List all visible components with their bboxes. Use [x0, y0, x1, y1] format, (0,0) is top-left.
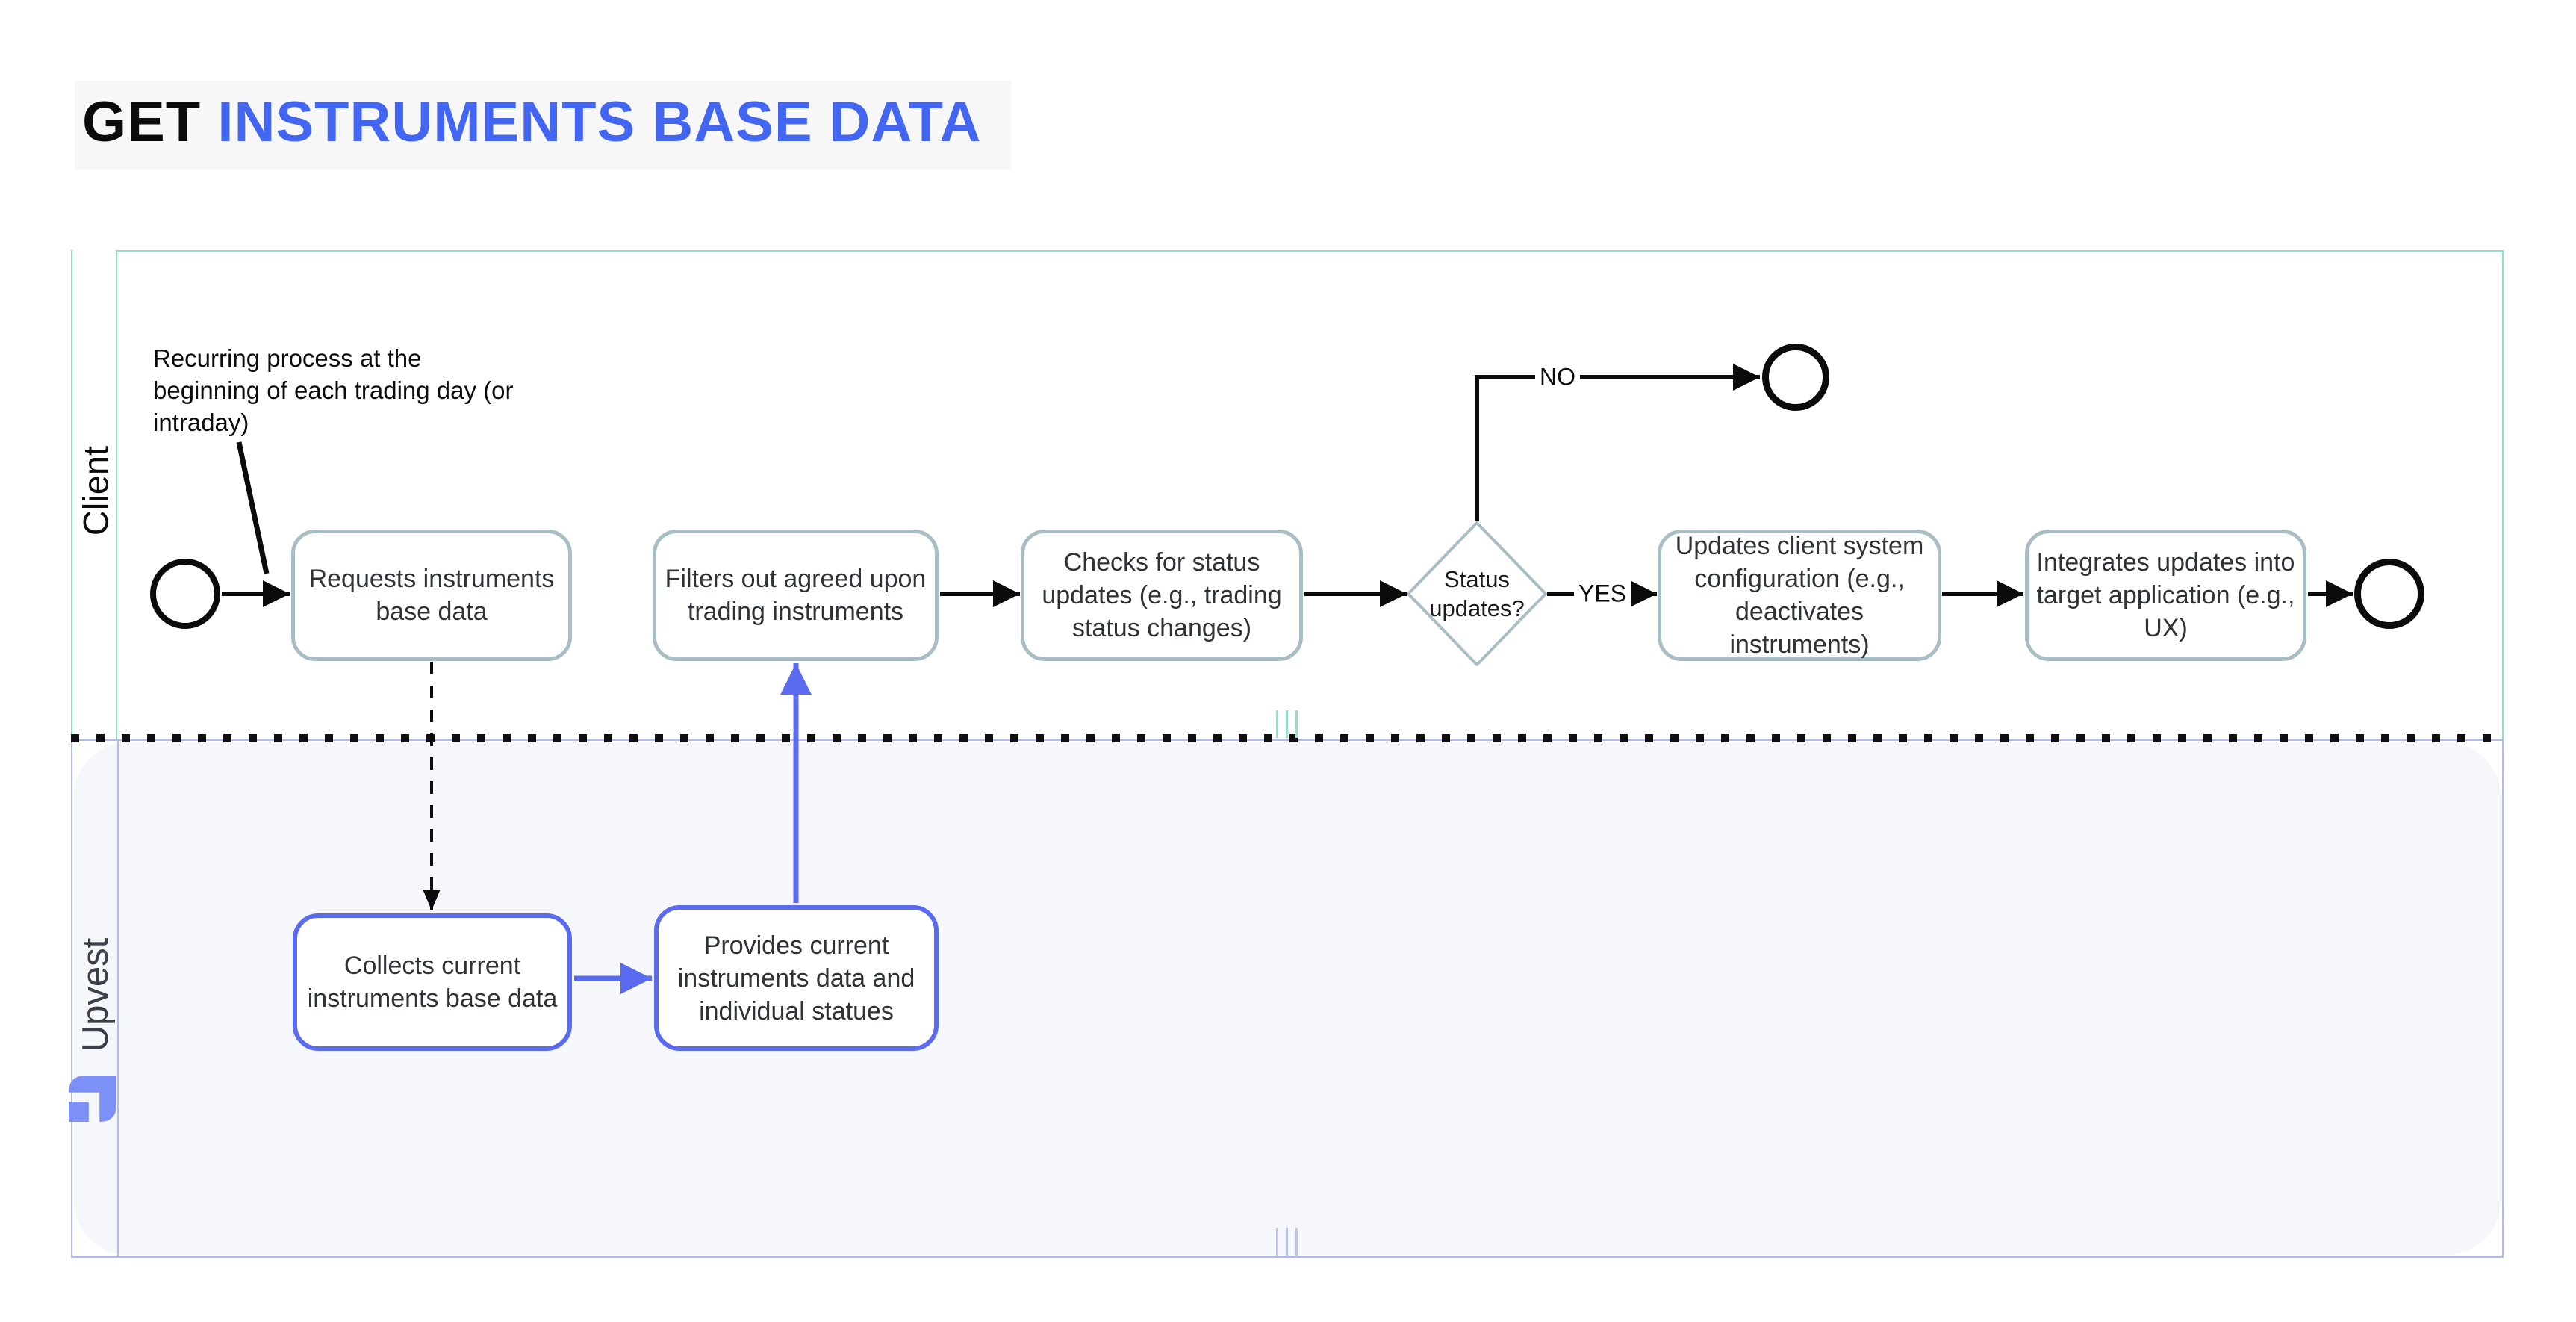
task-collects-label: Collects current instruments base data	[307, 952, 558, 1013]
annotation-note: Recurring process at the beginning of ea…	[153, 344, 514, 436]
lane-upvest-label: Upvest	[75, 937, 116, 1052]
task-requests[interactable]: Requests instruments base data	[291, 530, 572, 661]
page-title-prefix: GET	[82, 90, 202, 154]
task-filters[interactable]: Filters out agreed upon trading instrume…	[653, 530, 939, 661]
resize-handle-upvest-3[interactable]	[1295, 1228, 1298, 1256]
task-requests-label: Requests instruments base data	[308, 565, 555, 626]
task-collects[interactable]: Collects current instruments base data	[293, 913, 572, 1051]
lane-client-header[interactable]	[71, 250, 117, 739]
gateway-status-updates-label: Status updates?	[1429, 566, 1525, 621]
resize-handle-client-3[interactable]	[1295, 710, 1298, 738]
page-title-highlight: INSTRUMENTS BASE DATA	[217, 90, 982, 154]
upvest-logo-icon	[69, 1076, 116, 1122]
task-provides-label: Provides current instruments data and in…	[677, 931, 915, 1025]
edge-label-yes: YES	[1573, 579, 1631, 609]
page-title: GET INSTRUMENTS BASE DATA	[75, 81, 1012, 170]
lane-divider	[71, 734, 2504, 742]
lane-client-body[interactable]	[117, 250, 2504, 739]
task-integrates[interactable]: Integrates updates into target applicati…	[2025, 530, 2306, 661]
resize-handle-upvest-2[interactable]	[1286, 1228, 1288, 1256]
lane-client-label: Client	[75, 445, 116, 536]
task-provides[interactable]: Provides current instruments data and in…	[654, 905, 939, 1051]
end-event-circle-no[interactable]	[1762, 344, 1829, 411]
resize-handle-client-2[interactable]	[1286, 710, 1288, 738]
task-checks[interactable]: Checks for status updates (e.g., trading…	[1021, 530, 1303, 661]
edge-label-no: NO	[1535, 362, 1580, 392]
task-updates[interactable]: Updates client system configuration (e.g…	[1658, 530, 1941, 661]
end-event-circle[interactable]	[2354, 559, 2424, 629]
start-event-circle[interactable]	[150, 559, 220, 629]
task-filters-label: Filters out agreed upon trading instrume…	[665, 565, 927, 626]
task-integrates-label: Integrates updates into target applicati…	[2036, 548, 2295, 642]
task-checks-label: Checks for status updates (e.g., trading…	[1042, 548, 1282, 642]
task-updates-label: Updates client system configuration (e.g…	[1675, 532, 1924, 659]
resize-handle-client-1[interactable]	[1276, 710, 1278, 738]
lane-upvest-header-separator	[117, 741, 119, 1256]
resize-handle-upvest-1[interactable]	[1276, 1228, 1278, 1256]
